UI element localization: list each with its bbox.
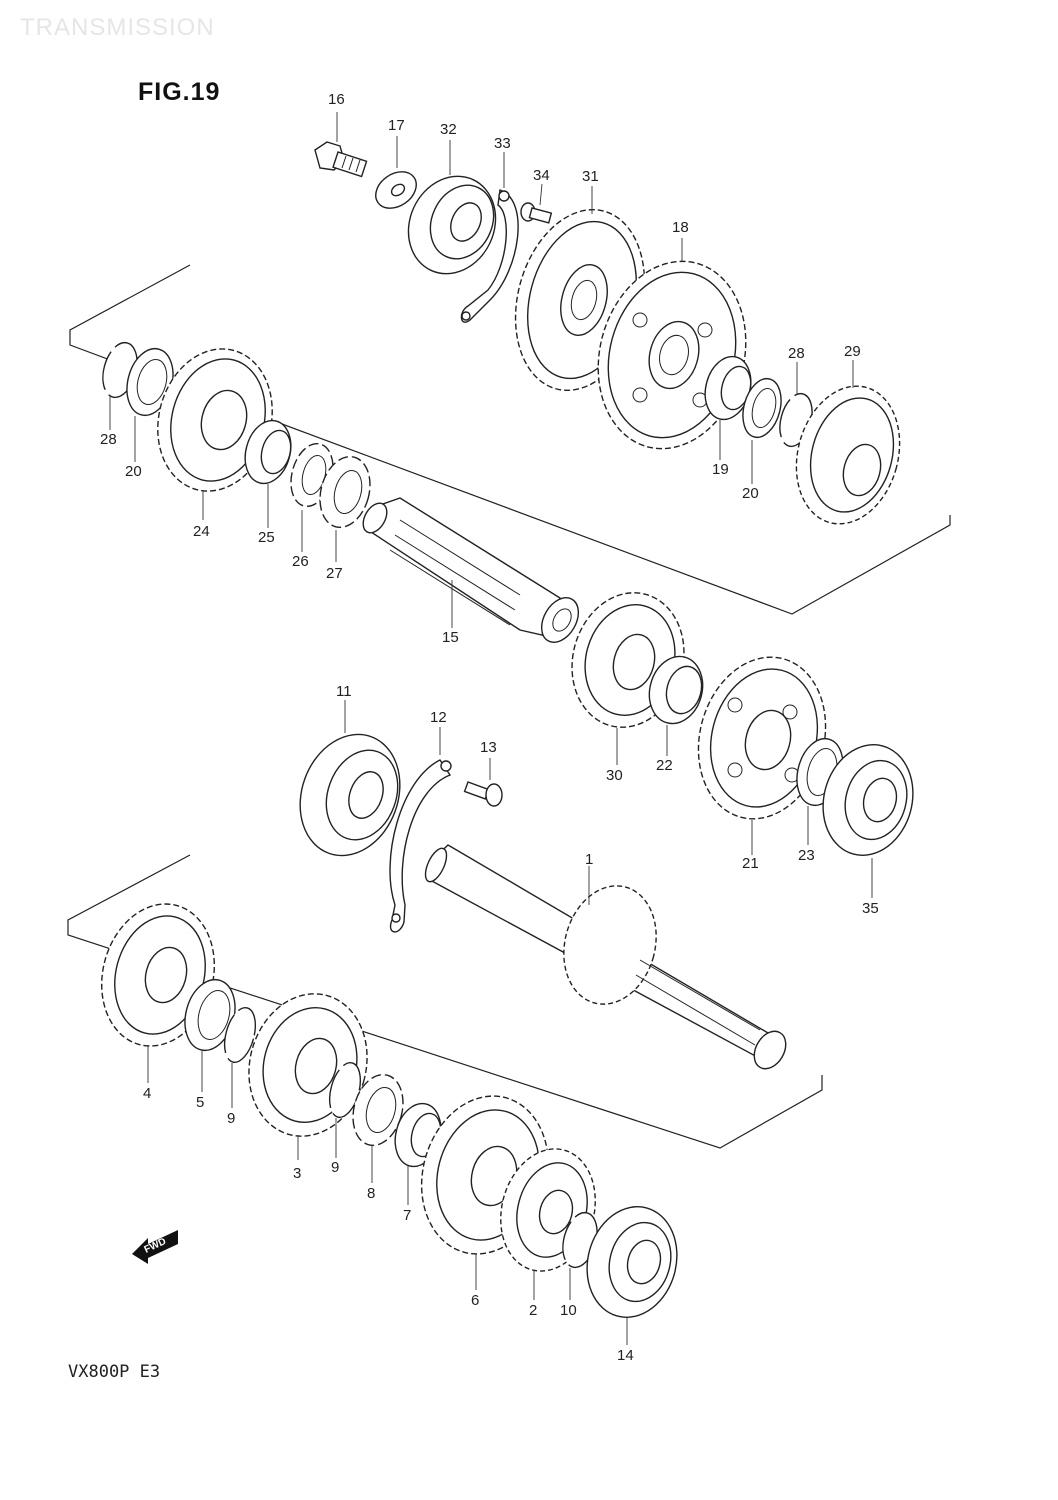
part-label-19: 19 (712, 461, 729, 478)
gear-3-shape (248, 993, 368, 1137)
lower-assembly-plane (67, 854, 823, 1149)
gear-29-shape (795, 385, 901, 525)
part-label-30: 30 (606, 767, 623, 784)
model-code: VX800P E3 (68, 1362, 161, 1382)
part-label-1: 1 (585, 851, 593, 868)
part-label-27: 27 (326, 565, 343, 582)
bearing-32-shape (407, 175, 497, 275)
part-label-10: 10 (560, 1302, 577, 1319)
screw-34-shape (520, 202, 553, 224)
washer-27-shape (319, 455, 371, 529)
part-label-23: 23 (798, 847, 815, 864)
part-label-8: 8 (367, 1185, 375, 1202)
gear-4-shape (101, 903, 215, 1047)
part-label-14: 14 (617, 1347, 634, 1364)
part-label-22: 22 (656, 757, 673, 774)
part-label-17: 17 (388, 117, 405, 134)
part-label-2: 2 (529, 1302, 537, 1319)
part-label-20-right: 20 (742, 485, 759, 502)
fwd-arrow-icon: FWD (132, 1230, 178, 1264)
bushing-25-shape (244, 419, 292, 485)
part-label-16: 16 (328, 91, 345, 108)
part-label-11: 11 (336, 683, 352, 700)
bearing-11-shape (299, 733, 401, 857)
bushing-19-shape (704, 355, 752, 421)
part-label-31: 31 (582, 168, 599, 185)
washer-17-shape (375, 171, 417, 209)
part-label-3: 3 (293, 1165, 301, 1182)
part-label-15: 15 (442, 629, 459, 646)
part-label-5: 5 (196, 1094, 204, 1111)
circlip-9-left-shape (223, 1007, 257, 1063)
gear-24-shape (157, 348, 273, 492)
part-label-28-left: 28 (100, 431, 117, 448)
part-label-21: 21 (742, 855, 759, 872)
countershaft-15-shape (362, 497, 580, 643)
part-label-26: 26 (292, 553, 309, 570)
bearing-35-shape (822, 744, 914, 856)
part-label-9-right: 9 (331, 1159, 339, 1176)
part-label-6: 6 (471, 1292, 479, 1309)
part-label-9-left: 9 (227, 1110, 235, 1127)
part-label-18: 18 (672, 219, 689, 236)
part-label-32: 32 (440, 121, 457, 138)
washer-20-right-shape (742, 377, 782, 439)
upper-assembly-plane (69, 264, 951, 615)
part-label-7: 7 (403, 1207, 411, 1224)
section-header: TRANSMISSION (20, 14, 215, 41)
part-label-28-right: 28 (788, 345, 805, 362)
figure-title: FIG.19 (138, 78, 221, 106)
bolt-16-shape (314, 141, 368, 178)
retainer-33-shape (460, 189, 519, 323)
bushing-22-shape (648, 655, 704, 725)
washer-8-shape (352, 1073, 404, 1147)
part-label-34: 34 (533, 167, 550, 184)
part-label-25: 25 (258, 529, 275, 546)
part-label-24: 24 (193, 523, 210, 540)
screw-13-shape (463, 781, 503, 807)
washer-20-left-shape (126, 347, 174, 417)
part-label-4: 4 (143, 1085, 151, 1102)
part-label-13: 13 (480, 739, 497, 756)
part-label-20-left: 20 (125, 463, 142, 480)
retainer-12-shape (389, 759, 452, 933)
leader-lines (109, 112, 873, 1345)
part-number-labels: 16 17 32 33 34 31 18 28 29 19 20 28 20 2… (100, 91, 879, 1364)
part-label-33: 33 (494, 135, 511, 152)
bearing-14-shape (586, 1206, 678, 1318)
part-label-12: 12 (430, 709, 447, 726)
part-label-35: 35 (862, 900, 879, 917)
driveshaft-1-shape (424, 844, 787, 1070)
part-label-29: 29 (844, 343, 861, 360)
